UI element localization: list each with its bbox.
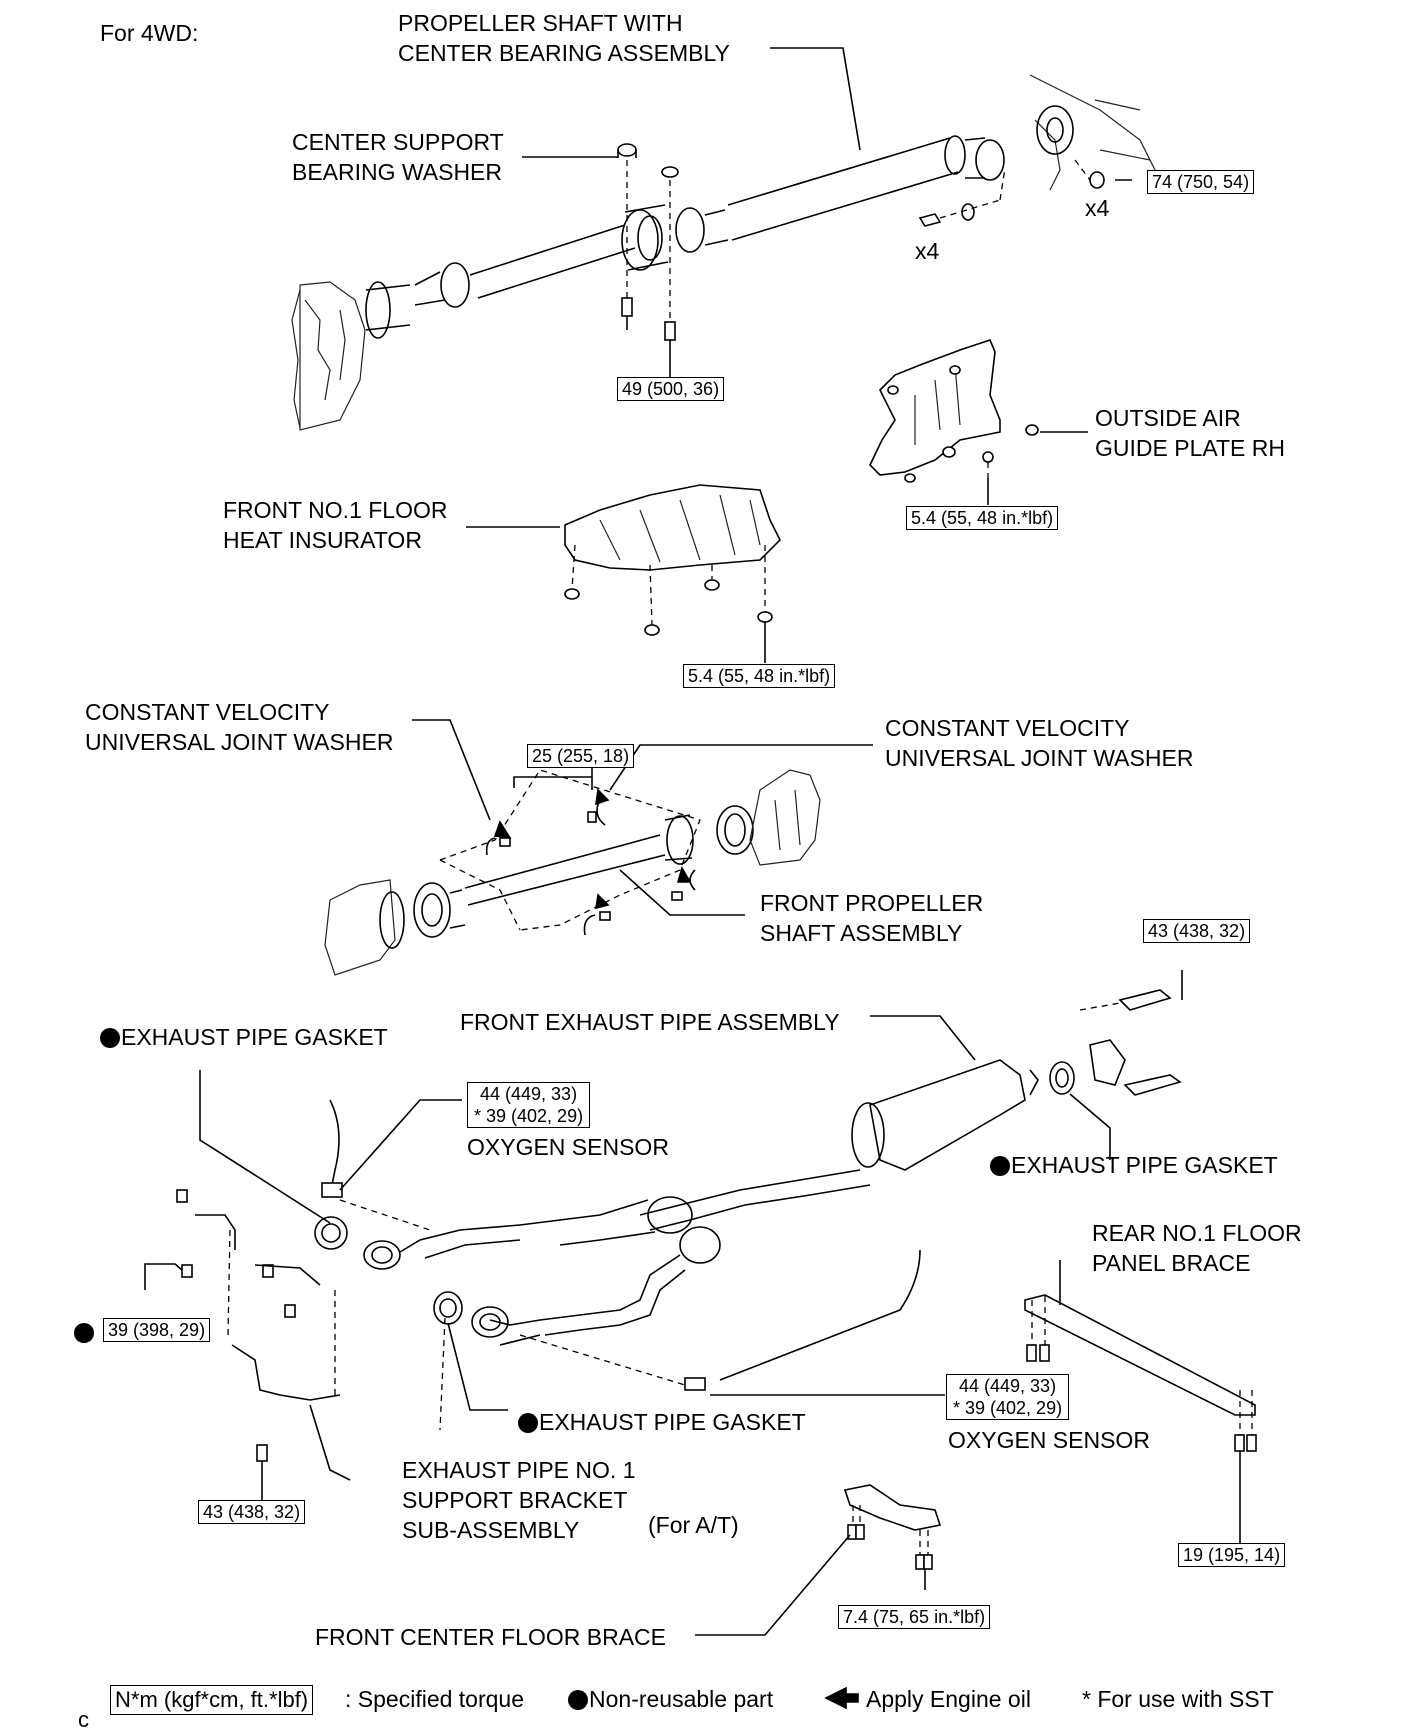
variant-label: For 4WD: bbox=[100, 20, 199, 46]
heat-insulator-label-line2: HEAT INSURATOR bbox=[223, 527, 422, 553]
torque-43-bottom: 43 (438, 32) bbox=[198, 1500, 306, 1524]
for-at-label: (For A/T) bbox=[648, 1512, 739, 1538]
torque-43-top: 43 (438, 32) bbox=[1143, 919, 1251, 943]
oxygen-sensor-2-label: OXYGEN SENSOR bbox=[948, 1427, 1150, 1453]
qty-x4-right: x4 bbox=[1085, 195, 1110, 221]
propeller-shaft-label-line2: CENTER BEARING ASSEMBLY bbox=[398, 40, 730, 66]
torque-o2-sensor-2: 44 (449, 33) * 39 (402, 29) bbox=[946, 1374, 1070, 1420]
nonreusable-dot-icon bbox=[568, 1690, 588, 1710]
heat-insulator-drawing bbox=[466, 484, 781, 663]
exhaust-gasket-right-label: EXHAUST PIPE GASKET bbox=[990, 1150, 1278, 1180]
legend-sst: * For use with SST bbox=[1082, 1686, 1274, 1712]
nonreusable-dot-icon bbox=[74, 1323, 94, 1343]
torque-39-marker bbox=[74, 1317, 95, 1347]
outside-air-guide-label-line2: GUIDE PLATE RH bbox=[1095, 435, 1285, 461]
footer-mark: c bbox=[78, 1707, 89, 1732]
torque-o2-sensor-1: 44 (449, 33) * 39 (402, 29) bbox=[467, 1082, 591, 1128]
center-support-washer-label-line2: BEARING WASHER bbox=[292, 159, 503, 185]
torque-49: 49 (500, 36) bbox=[617, 377, 725, 401]
torque-19: 19 (195, 14) bbox=[1178, 1543, 1286, 1567]
torque-7-4: 7.4 (75, 65 in.*lbf) bbox=[838, 1605, 991, 1629]
support-bracket-label-line1: EXHAUST PIPE NO. 1 bbox=[402, 1457, 636, 1483]
torque-heat-insulator: 5.4 (55, 48 in.*lbf) bbox=[683, 664, 836, 688]
cv-washer-left-label-line1: CONSTANT VELOCITY bbox=[85, 699, 330, 725]
support-bracket-label-line3: SUB-ASSEMBLY bbox=[402, 1517, 580, 1543]
torque-25: 25 (255, 18) bbox=[527, 744, 635, 768]
legend-torque-text: : Specified torque bbox=[345, 1686, 525, 1712]
exhaust-gasket-top-left-label: EXHAUST PIPE GASKET bbox=[100, 1022, 388, 1052]
nonreusable-dot-icon bbox=[100, 1028, 120, 1048]
propeller-shaft-label-line1: PROPELLER SHAFT WITH bbox=[398, 10, 683, 36]
cv-washer-right-label-line1: CONSTANT VELOCITY bbox=[885, 715, 1130, 741]
center-support-washer-label-line1: CENTER SUPPORT bbox=[292, 129, 504, 155]
air-guide-plate-drawing bbox=[869, 339, 1088, 505]
front-propeller-shaft-label-line1: FRONT PROPELLER bbox=[760, 890, 984, 916]
exhaust-system-drawing bbox=[144, 970, 1183, 1500]
propeller-shaft-drawing bbox=[291, 47, 1161, 431]
torque-air-guide: 5.4 (55, 48 in.*lbf) bbox=[906, 506, 1059, 530]
front-propeller-shaft-drawing bbox=[324, 719, 873, 976]
front-center-floor-brace-drawing bbox=[695, 1484, 942, 1636]
legend-torque-box: N*m (kgf*cm, ft.*lbf) bbox=[110, 1685, 314, 1715]
front-propeller-shaft-label-line2: SHAFT ASSEMBLY bbox=[760, 920, 963, 946]
heat-insulator-label-line1: FRONT NO.1 FLOOR bbox=[223, 497, 448, 523]
front-center-floor-brace-label: FRONT CENTER FLOOR BRACE bbox=[315, 1624, 666, 1650]
nonreusable-dot-icon bbox=[990, 1156, 1010, 1176]
exhaust-gasket-bottom-label: EXHAUST PIPE GASKET bbox=[518, 1407, 806, 1437]
nonreusable-dot-icon bbox=[518, 1413, 538, 1433]
legend-engine-oil: Apply Engine oil bbox=[866, 1686, 1031, 1712]
front-exhaust-pipe-label: FRONT EXHAUST PIPE ASSEMBLY bbox=[460, 1009, 840, 1035]
torque-39: 39 (398, 29) bbox=[103, 1318, 211, 1342]
oxygen-sensor-1-label: OXYGEN SENSOR bbox=[467, 1134, 669, 1160]
rear-floor-brace-drawing bbox=[1024, 1260, 1257, 1543]
support-bracket-label-line2: SUPPORT BRACKET bbox=[402, 1487, 628, 1513]
qty-x4-left: x4 bbox=[915, 238, 940, 264]
rear-floor-brace-label-line2: PANEL BRACE bbox=[1092, 1250, 1251, 1276]
outside-air-guide-label-line1: OUTSIDE AIR bbox=[1095, 405, 1241, 431]
cv-washer-left-label-line2: UNIVERSAL JOINT WASHER bbox=[85, 729, 394, 755]
engine-oil-arrow-icon bbox=[824, 1686, 859, 1710]
legend-nonreusable: Non-reusable part bbox=[568, 1684, 773, 1714]
cv-washer-right-label-line2: UNIVERSAL JOINT WASHER bbox=[885, 745, 1194, 771]
rear-floor-brace-label-line1: REAR NO.1 FLOOR bbox=[1092, 1220, 1302, 1246]
torque-74: 74 (750, 54) bbox=[1147, 170, 1255, 194]
